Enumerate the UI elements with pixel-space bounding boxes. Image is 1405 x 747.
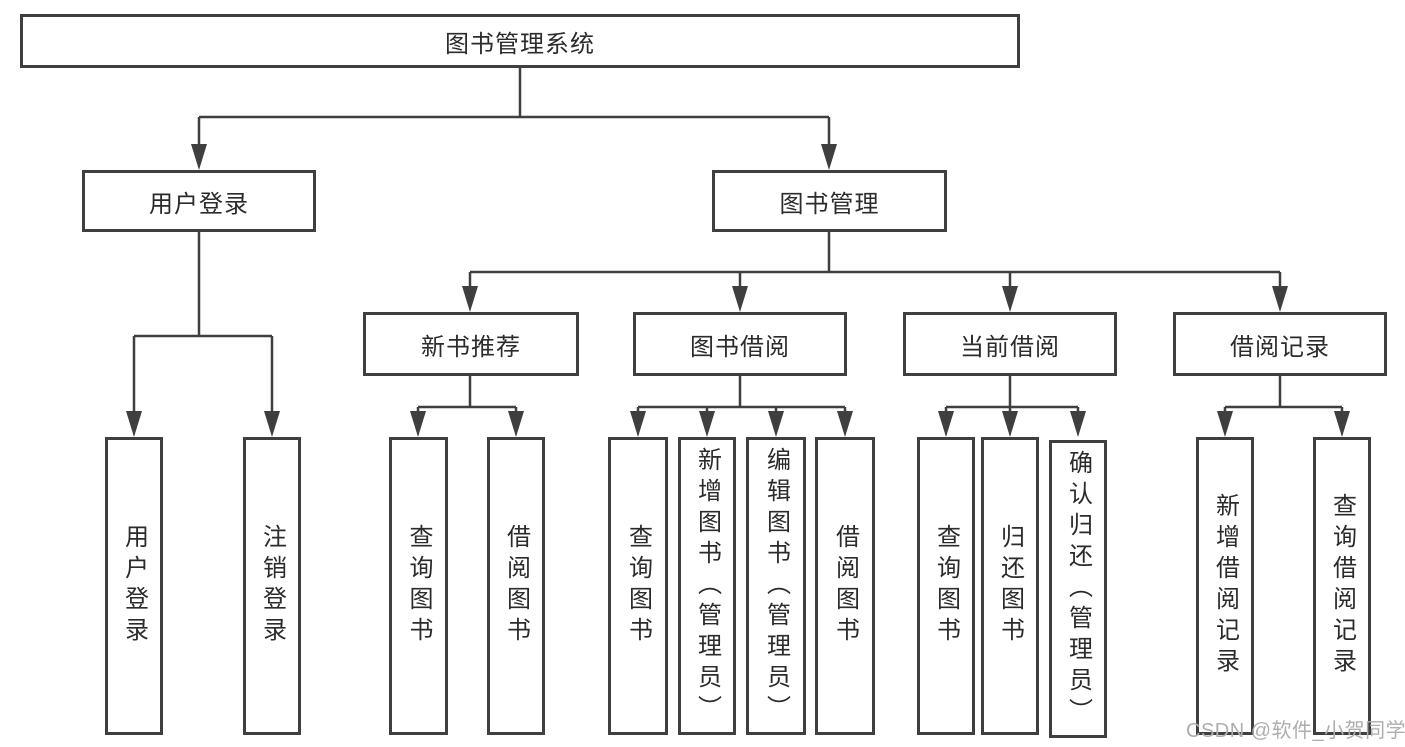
leaf-add-borrow-record: 新增借阅记录 [1196, 437, 1254, 735]
leaf-logout: 注销登录 [243, 437, 301, 735]
leaf-return-books: 归还图书 [981, 437, 1039, 735]
leaf-confirm-return-admin: 确认归还（管理员） [1049, 440, 1107, 738]
leaf-search-books-current: 查询图书 [917, 437, 975, 735]
leaf-borrow-books-recommend: 借阅图书 [487, 437, 545, 735]
leaf-search-books-recommend: 查询图书 [389, 437, 448, 735]
node-root-library-management-system: 图书管理系统 [20, 14, 1020, 68]
node-book-borrowing: 图书借阅 [633, 312, 847, 376]
leaf-search-borrow-record: 查询借阅记录 [1313, 437, 1371, 735]
node-borrowing-records: 借阅记录 [1173, 312, 1387, 376]
arrowheads [126, 144, 1350, 437]
node-user-login: 用户登录 [82, 170, 316, 232]
leaf-user-login: 用户登录 [105, 437, 163, 735]
leaf-add-books-admin: 新增图书（管理员） [678, 437, 736, 735]
leaf-search-books-borrowing: 查询图书 [608, 437, 668, 735]
node-book-management: 图书管理 [712, 170, 947, 232]
leaf-edit-books-admin: 编辑图书（管理员） [746, 437, 806, 735]
node-new-book-recommendation: 新书推荐 [363, 312, 579, 376]
csdn-watermark: CSDN @软件_小贺同学 [1186, 720, 1405, 742]
node-current-borrowing: 当前借阅 [903, 312, 1117, 376]
leaf-borrow-books: 借阅图书 [815, 437, 875, 735]
